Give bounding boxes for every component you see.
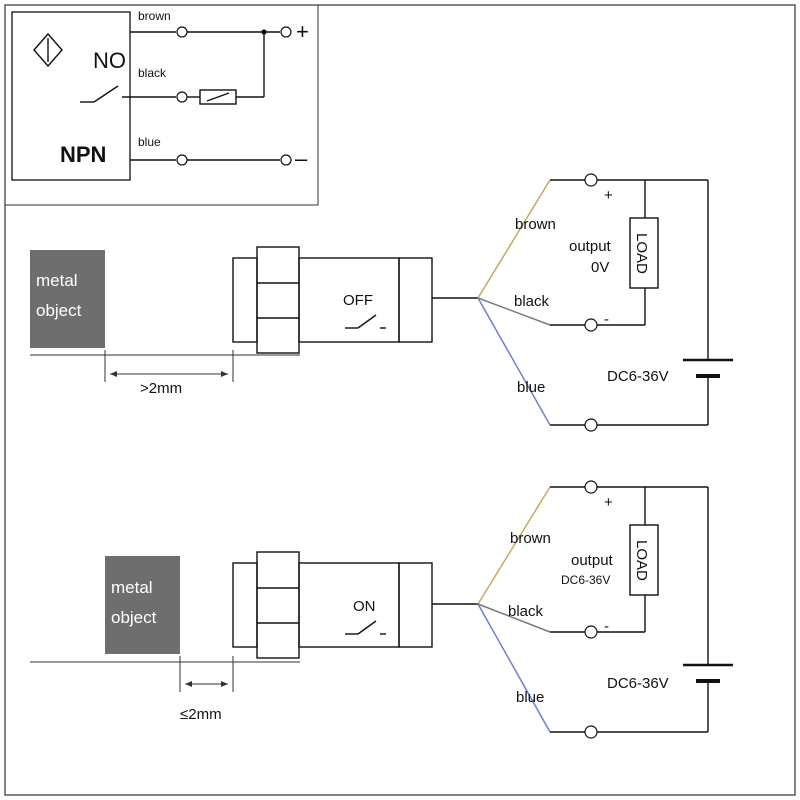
off-object-line1: metal: [36, 271, 78, 290]
on-minus-terminal: [584, 725, 598, 739]
legend-minus-terminal: [280, 154, 292, 166]
sensor-symbol-icon: [33, 32, 63, 68]
legend-npn-label: NPN: [60, 142, 106, 167]
on-minus-sign: -: [604, 618, 609, 635]
scenario-off: metal object >2mm OFF: [30, 173, 733, 432]
legend-switch-icon: [93, 85, 119, 103]
on-supply-label: DC6-36V: [607, 675, 669, 692]
off-load-box: [629, 217, 659, 289]
on-blue-label: blue: [516, 689, 544, 706]
on-plus-terminal: [584, 480, 598, 494]
legend-brown-terminal: [176, 26, 188, 38]
on-distance-label: ≤2mm: [180, 706, 222, 723]
off-object-line2: object: [36, 301, 82, 320]
legend-black-label: black: [138, 66, 167, 80]
off-output-value: 0V: [591, 259, 609, 276]
off-load-label: LOAD: [633, 233, 650, 274]
on-object-line1: metal: [111, 578, 153, 597]
outer-frame: [4, 4, 796, 796]
on-plus-sign: +: [604, 494, 613, 511]
on-load-box: [629, 524, 659, 596]
off-switch-icon: [345, 314, 386, 329]
off-blue-wire: [477, 297, 551, 426]
on-load-label: LOAD: [633, 540, 650, 581]
legend-minus-sign: –: [295, 146, 308, 171]
on-output-label: output: [571, 552, 614, 569]
on-state-label: ON: [353, 598, 376, 615]
off-output-terminal: [584, 318, 598, 332]
off-minus-sign: -: [604, 311, 609, 328]
off-state-label: OFF: [343, 292, 373, 309]
on-output-terminal: [584, 625, 598, 639]
off-output-label: output: [569, 238, 612, 255]
on-black-wire: [477, 603, 551, 633]
off-black-wire: [477, 297, 551, 326]
legend-plus-terminal: [280, 26, 292, 38]
scenario-on: metal object ≤2mm ON: [30, 480, 733, 739]
legend-brown-label: brown: [138, 9, 171, 23]
legend-schematic: NO NPN brown + black blue –: [5, 5, 319, 206]
legend-blue-terminal: [176, 154, 188, 166]
legend-frame: [5, 5, 319, 206]
on-sensor-body: [232, 551, 433, 659]
off-plus-terminal: [584, 173, 598, 187]
on-switch-icon: [345, 620, 386, 635]
legend-black-terminal: [176, 91, 188, 103]
off-plus-sign: +: [604, 187, 613, 204]
legend-plus-sign: +: [296, 19, 309, 44]
legend-sensor-box: [11, 11, 131, 181]
on-output-value: DC6-36V: [561, 573, 610, 587]
on-brown-wire: [477, 486, 551, 605]
on-object-line2: object: [111, 608, 157, 627]
legend-blue-label: blue: [138, 135, 161, 149]
off-minus-terminal: [584, 418, 598, 432]
off-brown-label: brown: [515, 216, 556, 233]
on-black-label: black: [508, 603, 544, 620]
on-blue-wire: [477, 603, 551, 733]
off-distance-label: >2mm: [140, 380, 182, 397]
off-brown-wire: [477, 179, 551, 299]
off-supply-label: DC6-36V: [607, 368, 669, 385]
off-black-label: black: [514, 293, 550, 310]
off-metal-object: [30, 250, 105, 348]
off-sensor-body: [232, 246, 433, 354]
legend-no-label: NO: [93, 48, 126, 73]
on-brown-label: brown: [510, 530, 551, 547]
on-metal-object: [105, 556, 180, 654]
off-blue-label: blue: [517, 379, 545, 396]
